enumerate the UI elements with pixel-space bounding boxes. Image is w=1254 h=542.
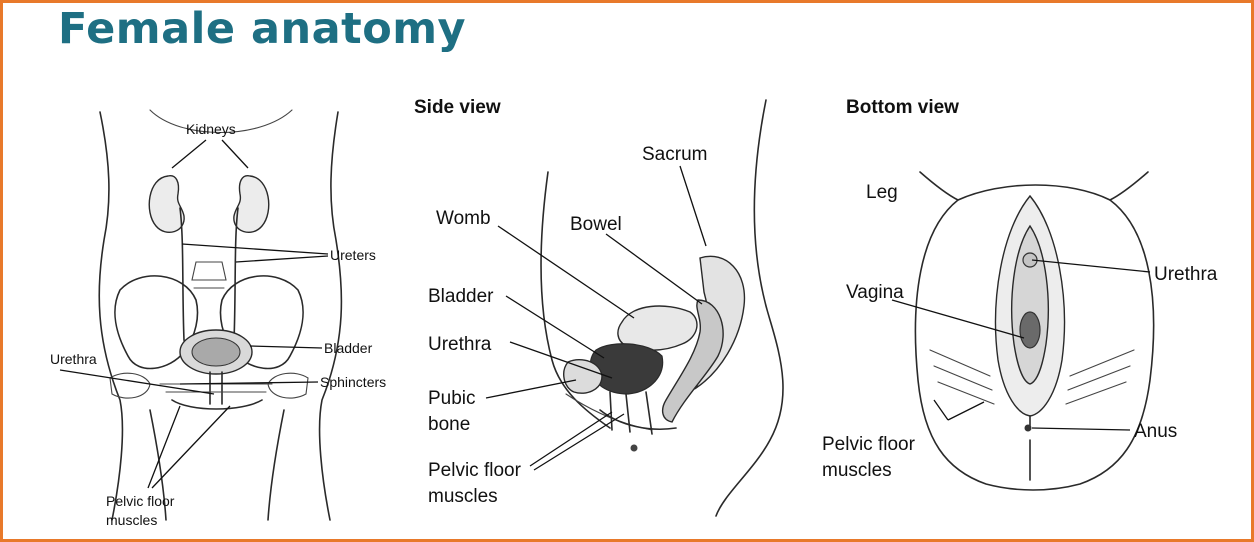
hip-joint	[110, 373, 150, 398]
label-muscles: muscles	[428, 486, 498, 507]
torso-outline	[320, 112, 342, 520]
leg-outline	[268, 410, 284, 520]
label-urethra: Urethra	[50, 351, 97, 367]
label-leg: Leg	[866, 182, 898, 203]
bladder-organ	[590, 344, 663, 394]
leader-bladder	[250, 346, 322, 348]
torso-outline	[99, 112, 122, 520]
label-pelvic-floor: Pelvic floor	[822, 434, 916, 455]
leader-pubic-bone	[486, 380, 576, 398]
label-ureters: Ureters	[330, 247, 376, 263]
leader-sacrum	[680, 166, 706, 246]
skin-crease	[566, 394, 652, 430]
label-anus: Anus	[1134, 421, 1177, 442]
label-bladder: Bladder	[428, 286, 494, 307]
leader-pelvic-floor	[530, 412, 624, 470]
label-pelvic-floor: Pelvic floor	[428, 460, 522, 481]
label-pelvic-floor-2: muscles	[106, 512, 157, 528]
bladder-inner	[192, 338, 240, 366]
label-bowel: Bowel	[570, 214, 622, 235]
label-sacrum: Sacrum	[642, 144, 707, 165]
label-urethra: Urethra	[1154, 264, 1218, 285]
leader-kidneys	[172, 140, 248, 168]
kidney-right	[234, 176, 269, 233]
front-view-drawing	[99, 110, 341, 520]
label-sphincters: Sphincters	[320, 374, 386, 390]
label-womb: Womb	[436, 208, 491, 229]
drop-mark	[631, 445, 638, 452]
kidney-left	[149, 176, 184, 233]
leader-pelvic-floor	[934, 400, 984, 420]
label-muscles: muscles	[822, 460, 892, 481]
vagina-opening	[1020, 312, 1040, 348]
buttocks-outline	[920, 172, 1148, 200]
leader-pelvic-floor	[148, 406, 230, 488]
urethra-tube	[210, 372, 222, 404]
leader-ureters	[182, 244, 328, 262]
leader-bladder	[506, 296, 604, 358]
label-vagina: Vagina	[846, 282, 904, 303]
leader-anus	[1032, 428, 1130, 430]
leader-urethra	[60, 370, 214, 394]
leader-bowel	[606, 234, 702, 304]
label-kidneys: Kidneys	[186, 121, 236, 137]
label-pelvic-floor: Pelvic floor	[106, 493, 175, 509]
bottom-view-drawing	[915, 172, 1153, 490]
label-bone: bone	[428, 414, 470, 435]
heading-side-view: Side view	[414, 97, 501, 118]
pelvic-floor-front	[172, 400, 262, 409]
label-urethra: Urethra	[428, 334, 492, 355]
heading-bottom-view: Bottom view	[846, 97, 959, 118]
pubic-bone-shape	[564, 360, 602, 394]
spine	[192, 262, 226, 288]
label-bladder: Bladder	[324, 340, 373, 356]
label-pubic: Pubic	[428, 388, 476, 409]
hip-joint	[268, 373, 308, 398]
anus-opening	[1025, 425, 1032, 432]
